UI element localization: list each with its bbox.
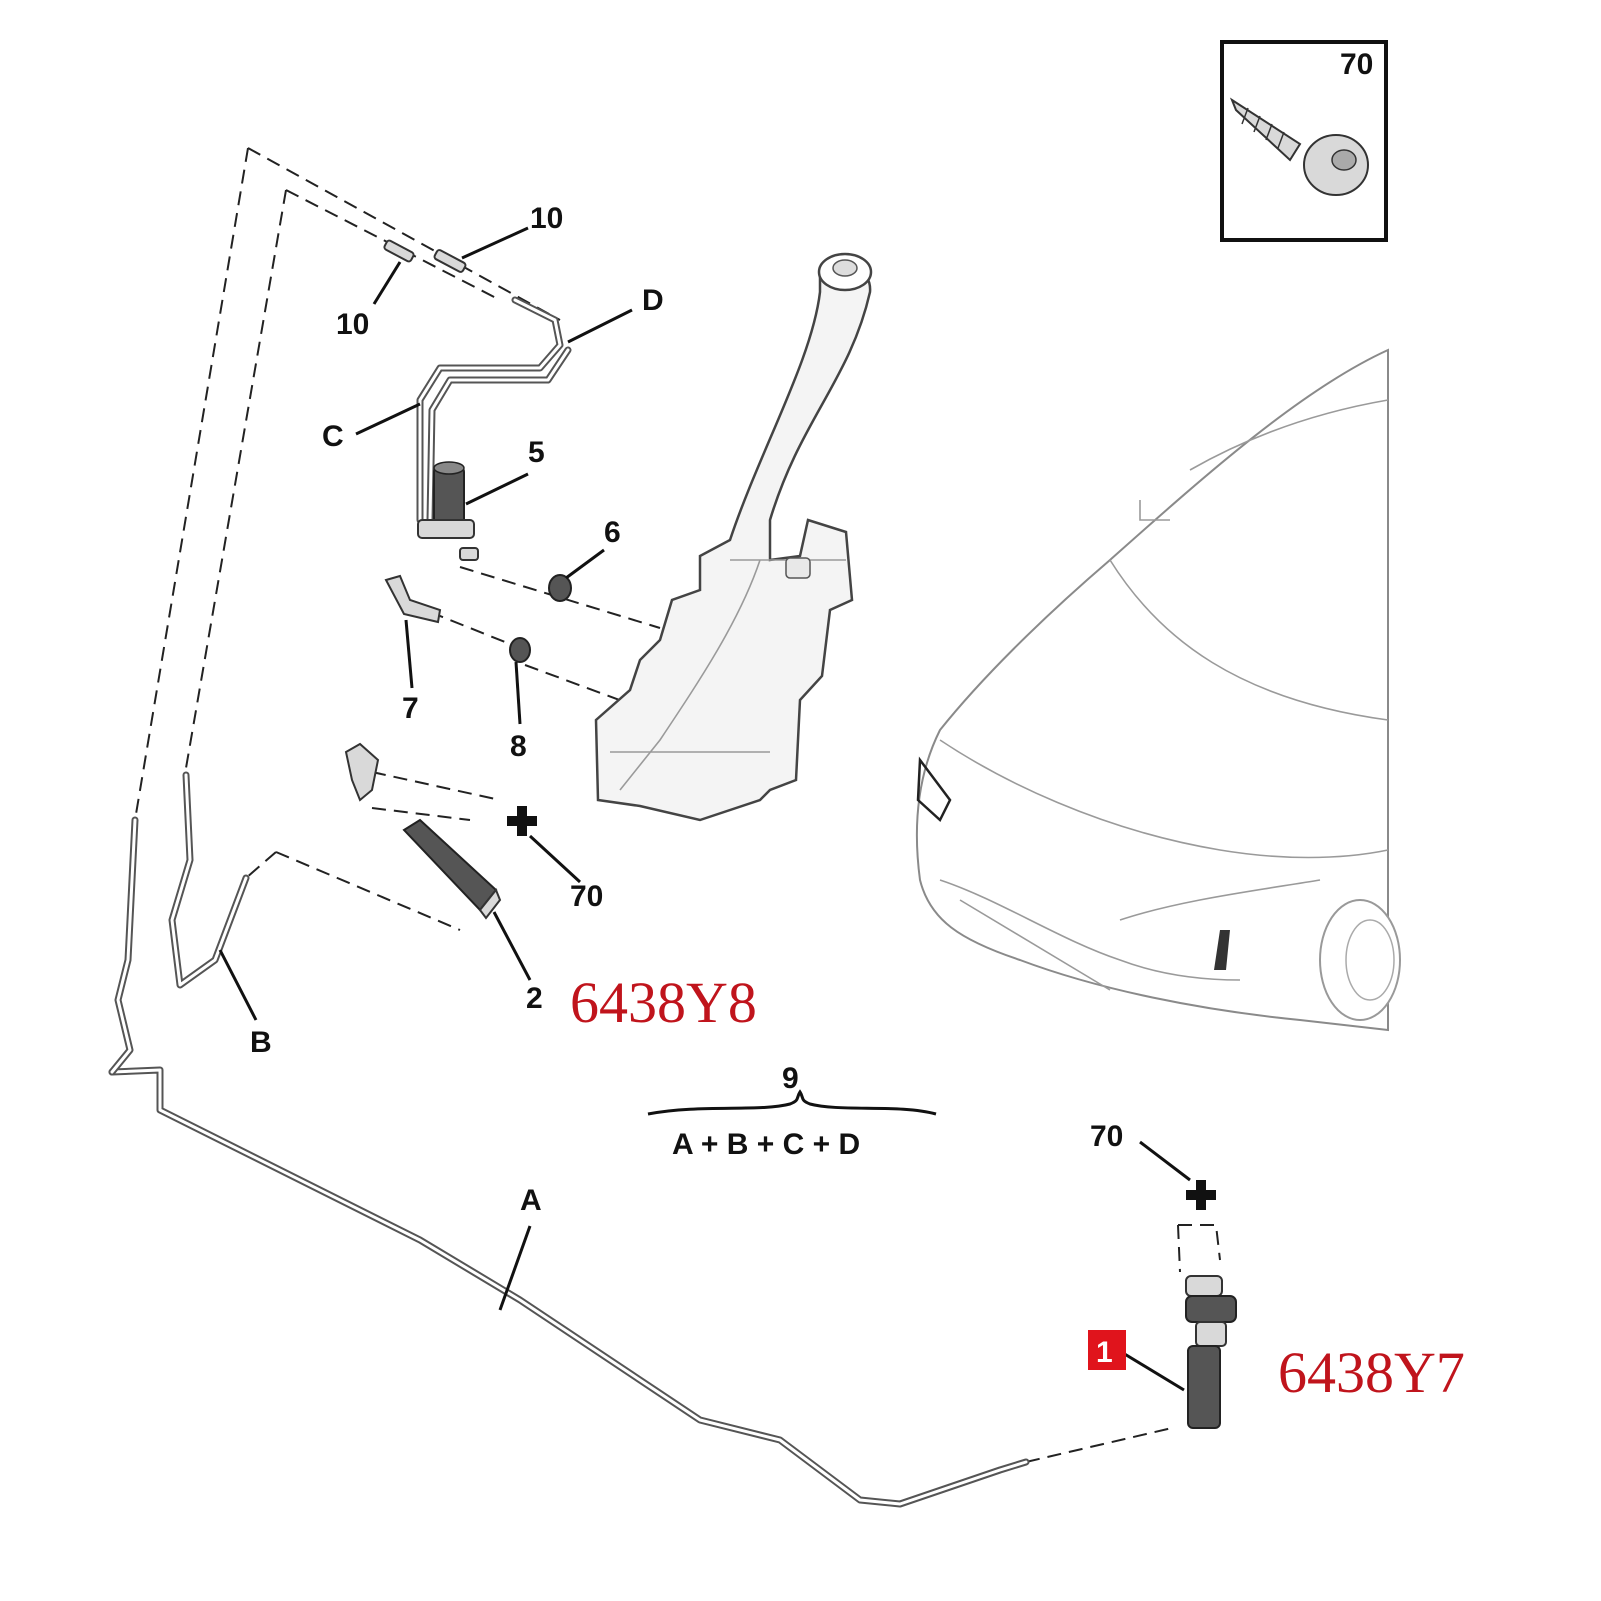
callout-9: 9 [782,1062,799,1095]
hose-a [108,1066,1030,1508]
inset-frame [1220,40,1388,242]
callout-10-top: 10 [530,202,563,235]
car-illustration [915,348,1401,1032]
callout-70-mid: 70 [570,880,603,913]
callout-d: D [642,284,664,317]
callout-a: A [520,1184,542,1217]
elbow-7 [384,574,442,624]
formula-9: A + B + C + D [672,1128,860,1161]
callout-6: 6 [604,516,621,549]
washer-reservoir [594,252,873,822]
guide-lines [134,147,1221,1463]
connector-10-pair [383,239,467,273]
callout-c: C [322,420,344,453]
inset-screw-70: 70 [1220,40,1388,242]
clip-cross-icon [507,806,537,836]
pump-5 [417,461,479,561]
inset-label: 70 [1340,48,1373,81]
callout-8: 8 [510,730,527,763]
hose-b [108,771,250,1076]
callout-10-left: 10 [336,308,369,341]
clip-cross-icon-right [1186,1180,1216,1210]
hose-c-d [416,296,572,524]
part-code-upper: 6438Y8 [570,970,757,1035]
nozzle-1 [1185,1275,1237,1429]
callout-7: 7 [402,692,419,725]
callout-70-right: 70 [1090,1120,1123,1153]
leader-lines [218,226,1191,1392]
callout-5: 5 [528,436,545,469]
nozzle-2 [344,742,502,920]
callout-1: 1 [1096,1336,1113,1369]
grommet-8 [509,637,531,663]
callout-2: 2 [526,982,543,1015]
screw-icon [1229,97,1369,196]
brace-9 [647,1089,937,1116]
part-code-lower: 6438Y7 [1278,1340,1465,1405]
callout-b: B [250,1026,272,1059]
grommet-6 [548,574,572,602]
highlight-box-1 [1088,1330,1126,1370]
